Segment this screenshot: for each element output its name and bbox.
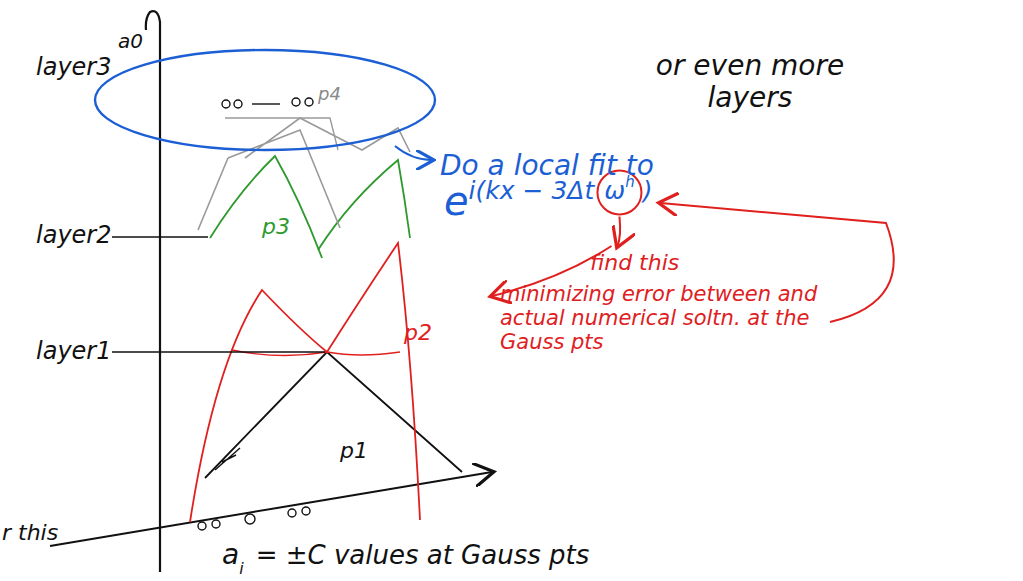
exponent: i(kx − 3Δt	[469, 176, 595, 205]
note: find this	[590, 250, 679, 275]
layer-label: layer3	[36, 54, 111, 82]
layer-label: layer1	[36, 338, 111, 366]
pointer-arrow	[617, 217, 620, 247]
variable: a	[222, 538, 239, 571]
formula: ei(kx − 3Δtωh)	[444, 178, 652, 224]
exp-base: e	[444, 178, 469, 224]
note: = ±C values at Gauss pts	[256, 540, 590, 570]
formula: ai= ±C values at Gauss pts	[222, 538, 589, 571]
cut-note: r this	[2, 520, 58, 545]
point-label: a0	[118, 30, 143, 53]
exponent: )	[643, 176, 653, 205]
curve-label: p3	[262, 214, 290, 239]
curve-label: p2	[404, 320, 432, 345]
note: minimizing error between and actual nume…	[500, 282, 870, 354]
omega: ω	[604, 176, 625, 205]
subscript: i	[239, 559, 243, 578]
note: or even more layers	[620, 50, 880, 114]
curve-label: p1	[340, 438, 368, 463]
superscript: h	[625, 173, 635, 191]
layer-label: layer2	[36, 222, 111, 250]
curve-label: p4	[318, 84, 341, 105]
